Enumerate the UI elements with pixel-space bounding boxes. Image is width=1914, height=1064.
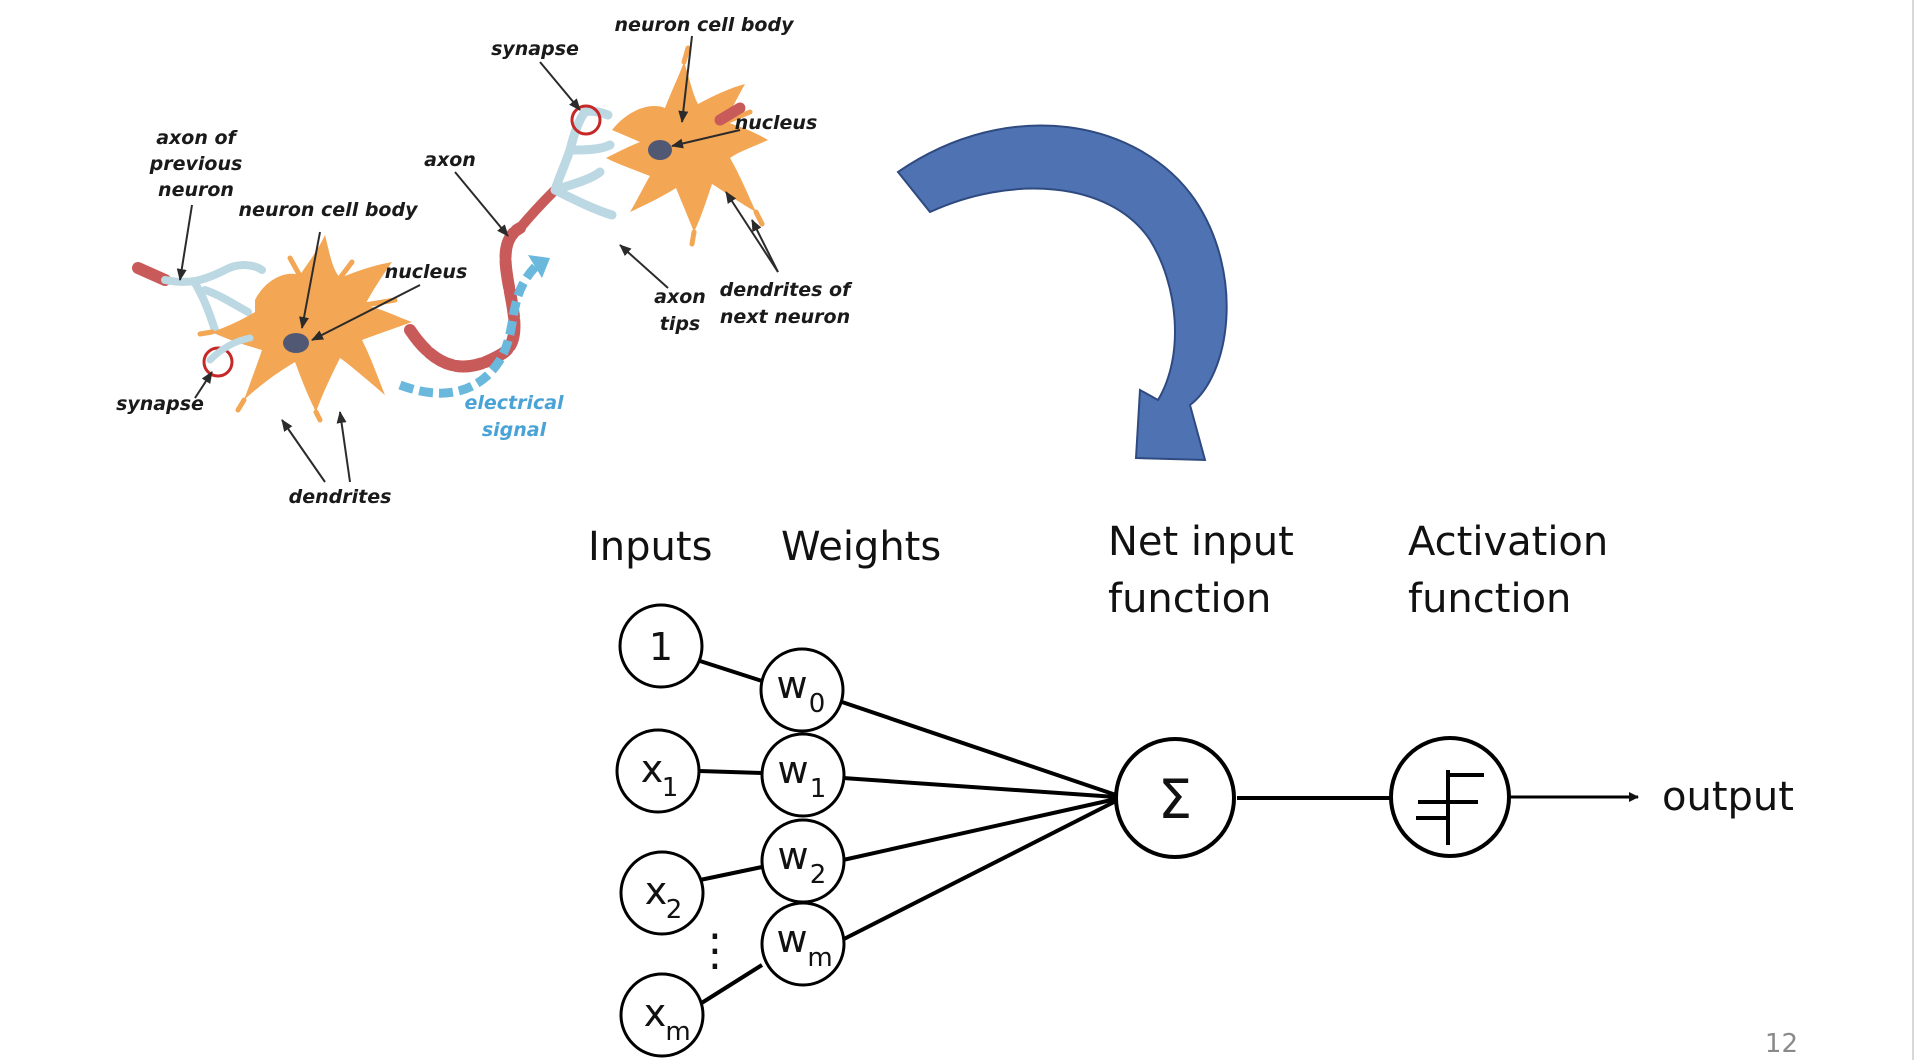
weight-subscript-2: 2 — [810, 860, 827, 890]
input-node: x m — [619, 972, 705, 1058]
curved-transition-arrow — [896, 124, 1228, 462]
weight-label-0: w — [776, 663, 807, 707]
input-label-1: x — [641, 747, 664, 791]
nucleus-left — [283, 333, 309, 353]
weight-label-2: w — [777, 834, 808, 878]
header-net-input-2: function — [1108, 576, 1271, 622]
label-axon: axon — [424, 149, 476, 171]
neuron-cell-body-left — [197, 235, 412, 423]
label-dendrites: dendrites — [289, 486, 392, 508]
label-electrical-signal-2: signal — [482, 419, 547, 441]
page-number: 12 — [1765, 1029, 1798, 1059]
label-pointers — [176, 35, 779, 483]
label-neuron-cell-body-right: neuron cell body — [615, 14, 796, 36]
label-dendrites-of-next-neuron-1: dendrites of — [720, 279, 853, 301]
previous-axon-stub — [132, 261, 266, 334]
input-label-2: x — [645, 869, 668, 913]
input-subscript-2: 2 — [666, 895, 683, 925]
net-input-node: Σ — [1114, 737, 1236, 859]
input-node: 1 — [618, 603, 704, 689]
electrical-signal-arrow — [398, 255, 550, 398]
weight-label-m: w — [776, 917, 807, 961]
label-neuron-cell-body-left: neuron cell body — [239, 199, 420, 221]
input-label-m: x — [644, 991, 667, 1035]
header-inputs: Inputs — [588, 524, 712, 570]
header-activation-2: function — [1408, 576, 1571, 622]
header-activation-1: Activation — [1408, 519, 1608, 565]
neuron-illustration: axon of previous neuron neuron cell body… — [116, 14, 853, 508]
neuron-cell-body-right — [606, 45, 768, 247]
weight-subscript-m: m — [807, 943, 832, 973]
weight-subscript-1: 1 — [810, 774, 827, 804]
header-weights: Weights — [781, 524, 941, 570]
output-label: output — [1662, 774, 1794, 820]
weight-label-1: w — [777, 748, 808, 792]
label-axon-tips-1: axon — [654, 286, 706, 308]
synapse-ring-right — [570, 104, 602, 136]
label-axon-of-previous-neuron-3: neuron — [158, 179, 234, 201]
header-net-input-1: Net input — [1108, 519, 1294, 565]
label-axon-of-previous-neuron-1: axon of — [156, 127, 238, 149]
slide-edge — [1912, 0, 1914, 1060]
label-electrical-signal-1: electrical — [464, 392, 564, 414]
weight-sum-links — [841, 700, 1117, 942]
sigma-symbol: Σ — [1158, 768, 1192, 831]
label-nucleus-right: nucleus — [735, 112, 818, 134]
input-subscript-m: m — [665, 1017, 690, 1047]
perceptron-diagram: Inputs Weights Net input function Activa… — [588, 519, 1794, 1058]
label-axon-of-previous-neuron-2: previous — [149, 153, 243, 175]
input-weight-links — [698, 659, 764, 1006]
label-dendrites-of-next-neuron-2: next neuron — [720, 306, 850, 328]
input-node: x 2 — [619, 850, 705, 936]
nucleus-right — [648, 140, 672, 160]
label-axon-tips-2: tips — [660, 313, 701, 335]
weight-subscript-0: 0 — [809, 689, 826, 719]
input-ellipsis: ⋮ — [693, 925, 737, 976]
weight-node: w m — [760, 901, 846, 987]
weight-node: w 2 — [760, 818, 846, 904]
input-node: x 1 — [615, 728, 701, 814]
input-subscript-1: 1 — [662, 773, 679, 803]
activation-node — [1389, 736, 1511, 858]
step-function-icon — [1416, 770, 1484, 845]
label-synapse-left: synapse — [116, 393, 204, 415]
label-synapse-right: synapse — [491, 38, 579, 60]
axon-tips — [550, 106, 617, 220]
input-label-0: 1 — [649, 625, 673, 669]
weight-node: w 1 — [760, 732, 846, 818]
label-nucleus-left: nucleus — [385, 261, 468, 283]
synapse-ring-left — [202, 346, 234, 378]
weight-node: w 0 — [759, 647, 845, 733]
